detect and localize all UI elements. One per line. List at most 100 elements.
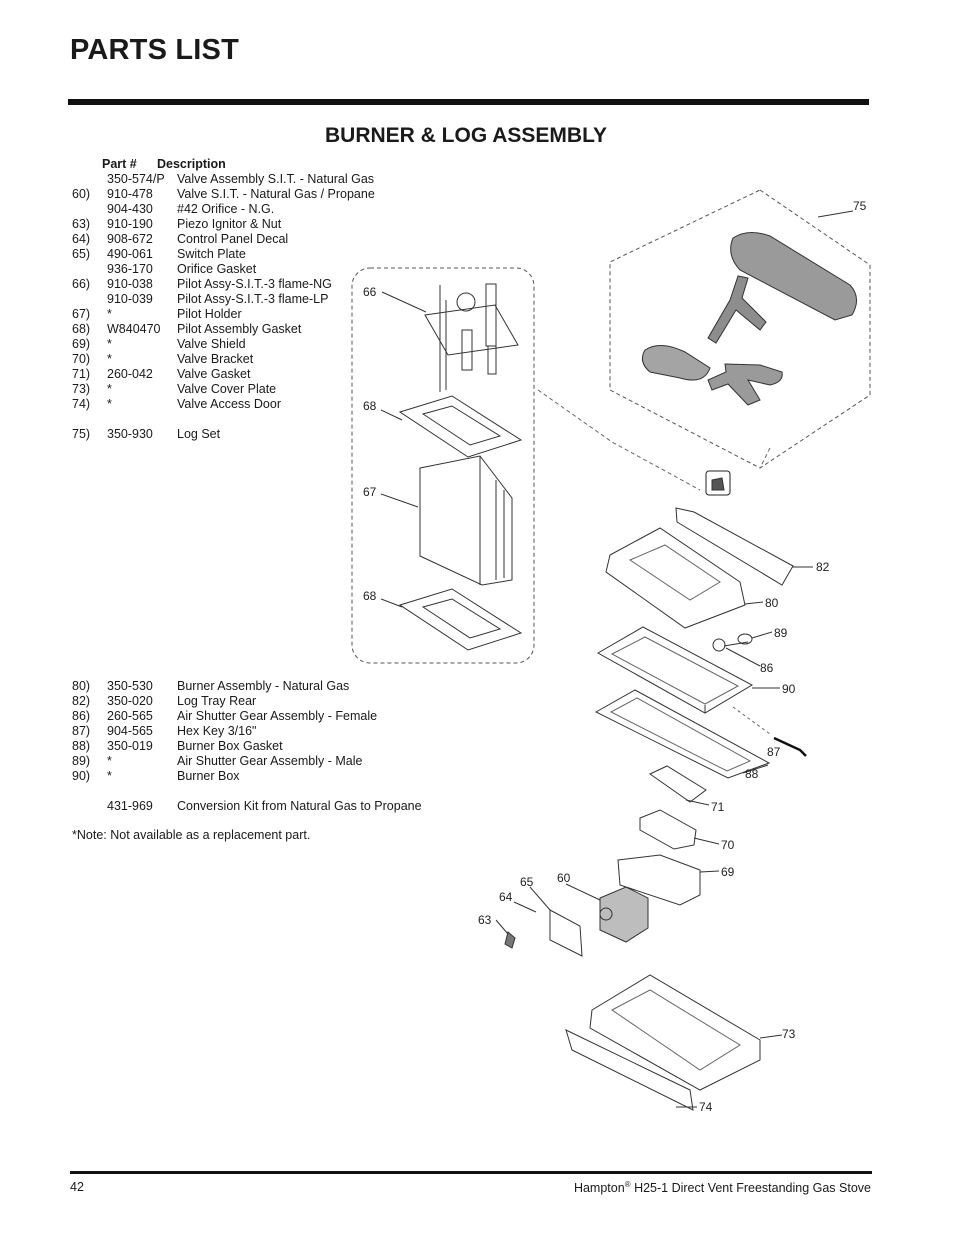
description-header: Description xyxy=(157,157,226,171)
part-number: 908-672 xyxy=(107,232,153,246)
callout-key: 69) xyxy=(72,337,91,351)
callout-key: 87) xyxy=(72,724,91,738)
pilot-group-outline xyxy=(351,267,535,664)
callout-67: 67 xyxy=(363,485,377,499)
registered-mark: ® xyxy=(624,1180,631,1189)
part-number: 910-039 xyxy=(107,292,153,306)
branch-log xyxy=(707,275,767,344)
callout-key: 89) xyxy=(72,754,91,768)
part-number: 260-042 xyxy=(107,367,153,381)
part-description: Pilot Assembly Gasket xyxy=(177,322,302,336)
callout-key: 63) xyxy=(72,217,91,231)
top-divider xyxy=(68,99,869,105)
y-log xyxy=(707,363,783,406)
replacement-note: *Note: Not available as a replacement pa… xyxy=(72,828,311,842)
log-icon-box xyxy=(705,470,731,496)
part-description: Valve Access Door xyxy=(177,397,281,411)
page-title: PARTS LIST xyxy=(70,34,240,66)
callout-71: 71 xyxy=(711,800,725,814)
callout-key: 66) xyxy=(72,277,91,291)
part-number: 350-530 xyxy=(107,679,153,693)
callout-74: 74 xyxy=(699,1100,713,1114)
callout-75: 75 xyxy=(853,199,867,213)
part-description: #42 Orifice - N.G. xyxy=(177,202,275,216)
part-number-header: Part # xyxy=(102,157,137,171)
part-number: 910-190 xyxy=(107,217,153,231)
callout-90: 90 xyxy=(782,682,796,696)
callout-69: 69 xyxy=(721,865,735,879)
part-number: * xyxy=(107,352,112,366)
callout-73: 73 xyxy=(782,1027,796,1041)
part-number: 350-020 xyxy=(107,694,153,708)
callout-64: 64 xyxy=(499,890,513,904)
part-description: Valve Shield xyxy=(177,337,246,351)
part-number: 936-170 xyxy=(107,262,153,276)
callout-key: 86) xyxy=(72,709,91,723)
callout-key: 82) xyxy=(72,694,91,708)
callout-key: 60) xyxy=(72,187,91,201)
part-description: Valve Gasket xyxy=(177,367,251,381)
callout-key: 88) xyxy=(72,739,91,753)
callout-key: 65) xyxy=(72,247,91,261)
part-description: Switch Plate xyxy=(177,247,246,261)
part-description: Burner Assembly - Natural Gas xyxy=(177,679,350,693)
part-description: Log Set xyxy=(177,427,221,441)
callout-70: 70 xyxy=(721,838,735,852)
part-number: * xyxy=(107,307,112,321)
page-number: 42 xyxy=(70,1180,84,1194)
part-description: Control Panel Decal xyxy=(177,232,289,246)
main-log xyxy=(730,232,857,321)
part-number: W840470 xyxy=(107,322,161,336)
callout-key: 75) xyxy=(72,427,91,441)
callout-68-top: 68 xyxy=(363,399,377,413)
part-number: * xyxy=(107,769,112,783)
part-number: 350-019 xyxy=(107,739,153,753)
brand-name: Hampton xyxy=(573,1181,625,1196)
part-number: 910-478 xyxy=(107,187,153,201)
callout-65: 65 xyxy=(520,875,534,889)
part-number: 904-565 xyxy=(107,724,153,738)
callout-86: 86 xyxy=(760,661,774,675)
part-number: 431-969 xyxy=(107,799,153,813)
part-number: 350-930 xyxy=(107,427,153,441)
part-number: * xyxy=(107,337,112,351)
part-description: Burner Box xyxy=(177,769,240,783)
part-description: Piezo Ignitor & Nut xyxy=(177,217,282,231)
callout-80: 80 xyxy=(765,596,779,610)
callout-63: 63 xyxy=(478,913,492,927)
callout-60: 60 xyxy=(557,871,571,885)
callout-key: 71) xyxy=(72,367,91,381)
part-description: Valve Bracket xyxy=(177,352,254,366)
callout-key: 80) xyxy=(72,679,91,693)
footer-document-title: Hampton® H25-1 Direct Vent Freestanding … xyxy=(574,1180,871,1195)
part-description: Valve Assembly S.I.T. - Natural Gas xyxy=(177,172,375,186)
part-description: Log Tray Rear xyxy=(177,694,257,708)
callout-key: 74) xyxy=(72,397,91,411)
part-description: Pilot Assy-S.I.T.-3 flame-LP xyxy=(177,292,329,306)
part-description: Valve S.I.T. - Natural Gas / Propane xyxy=(177,187,375,201)
part-number: 260-565 xyxy=(107,709,153,723)
part-number: * xyxy=(107,397,112,411)
part-description: Air Shutter Gear Assembly - Male xyxy=(177,754,363,768)
log-set-outline xyxy=(609,189,871,469)
bottom-divider xyxy=(70,1171,872,1174)
part-number: 490-061 xyxy=(107,247,153,261)
split-log xyxy=(641,345,711,381)
callout-88: 88 xyxy=(745,767,759,781)
callout-87: 87 xyxy=(767,745,781,759)
callout-key: 70) xyxy=(72,352,91,366)
callout-82: 82 xyxy=(816,560,830,574)
part-description: Pilot Holder xyxy=(177,307,242,321)
callout-68-bottom: 68 xyxy=(363,589,377,603)
part-number: * xyxy=(107,754,112,768)
part-description: Orifice Gasket xyxy=(177,262,257,276)
part-description: Burner Box Gasket xyxy=(177,739,283,753)
part-description: Conversion Kit from Natural Gas to Propa… xyxy=(177,799,422,813)
part-description: Pilot Assy-S.I.T.-3 flame-NG xyxy=(177,277,332,291)
part-number: 350-574/P xyxy=(107,172,165,186)
part-description: Hex Key 3/16" xyxy=(177,724,257,738)
part-number: * xyxy=(107,382,112,396)
model-title: H25-1 Direct Vent Freestanding Gas Stove xyxy=(630,1181,871,1196)
part-number: 904-430 xyxy=(107,202,153,216)
